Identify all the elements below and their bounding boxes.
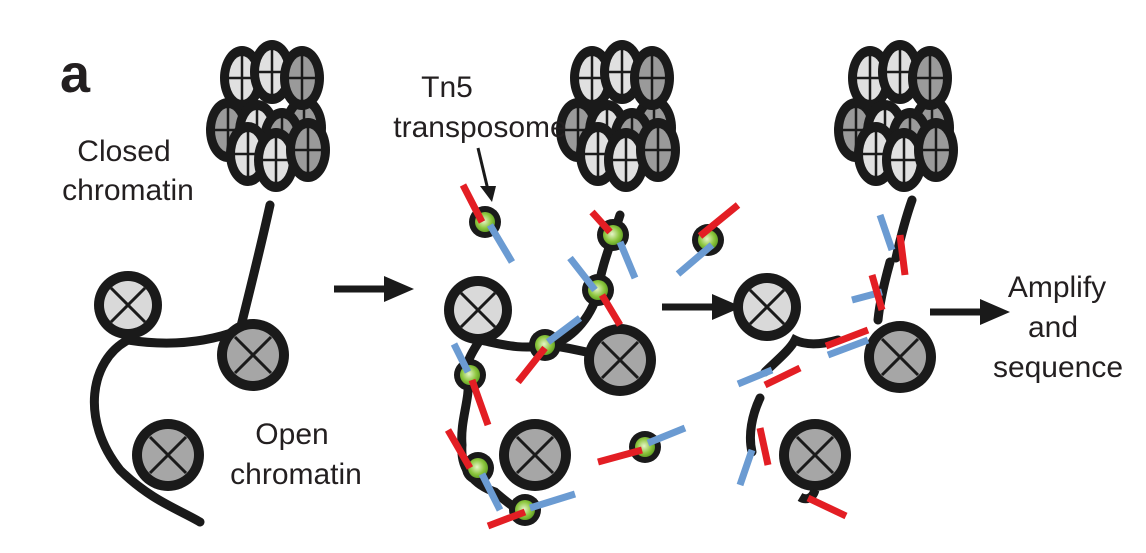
dna-strand — [89, 200, 275, 527]
nucleosome-icon — [731, 271, 803, 343]
amplify-label-3: sequence — [993, 351, 1123, 384]
tn5-transposome-icon — [444, 428, 504, 512]
nucleosome-icon — [130, 417, 206, 493]
tn5-transposome-icon — [597, 424, 687, 466]
open-chromatin-label-1: Open — [255, 418, 328, 451]
closed-chromatin-cluster — [556, 40, 680, 192]
tn5-transposome-icon — [675, 202, 741, 277]
nucleosome-icon — [777, 417, 853, 493]
arrow-right-icon — [662, 294, 742, 320]
arrow-right-icon — [334, 276, 414, 302]
arrow-right-icon — [930, 299, 1010, 325]
tn5-label-2: transposome — [393, 111, 566, 144]
nucleosome-icon — [215, 317, 291, 393]
closed-chromatin-cluster — [206, 40, 330, 192]
tn5-transposome-icon — [459, 183, 516, 264]
nucleosome-icon — [92, 269, 164, 341]
tn5-transposome-icon — [567, 255, 624, 327]
nucleosome-icon — [442, 274, 514, 346]
tn5-transposome-icon — [515, 315, 583, 385]
tn5-transposome-icon — [589, 209, 639, 280]
stage-2-tagmentation — [442, 40, 741, 530]
open-chromatin-label-2: chromatin — [230, 458, 362, 491]
tn5-pointer-arrow — [476, 147, 496, 202]
closed-chromatin-label-2: chromatin — [62, 174, 194, 207]
closed-chromatin-cluster — [834, 40, 958, 192]
nucleosome-icon — [497, 417, 573, 493]
nucleosome-icon — [862, 319, 938, 395]
tn5-transposome-icon — [486, 490, 577, 530]
tn5-label-1: Tn5 — [421, 71, 473, 104]
amplify-label-1: Amplify — [1008, 271, 1106, 304]
closed-chromatin-label-1: Closed — [77, 135, 170, 168]
stage-3-fragments — [731, 40, 958, 520]
amplify-label-2: and — [1028, 311, 1078, 344]
nucleosome-icon — [582, 322, 658, 398]
adapter-fragments — [736, 213, 909, 520]
panel-letter: a — [60, 44, 91, 104]
stage-1-chromatin — [89, 40, 330, 527]
tn5-transposome-icon — [450, 342, 492, 427]
